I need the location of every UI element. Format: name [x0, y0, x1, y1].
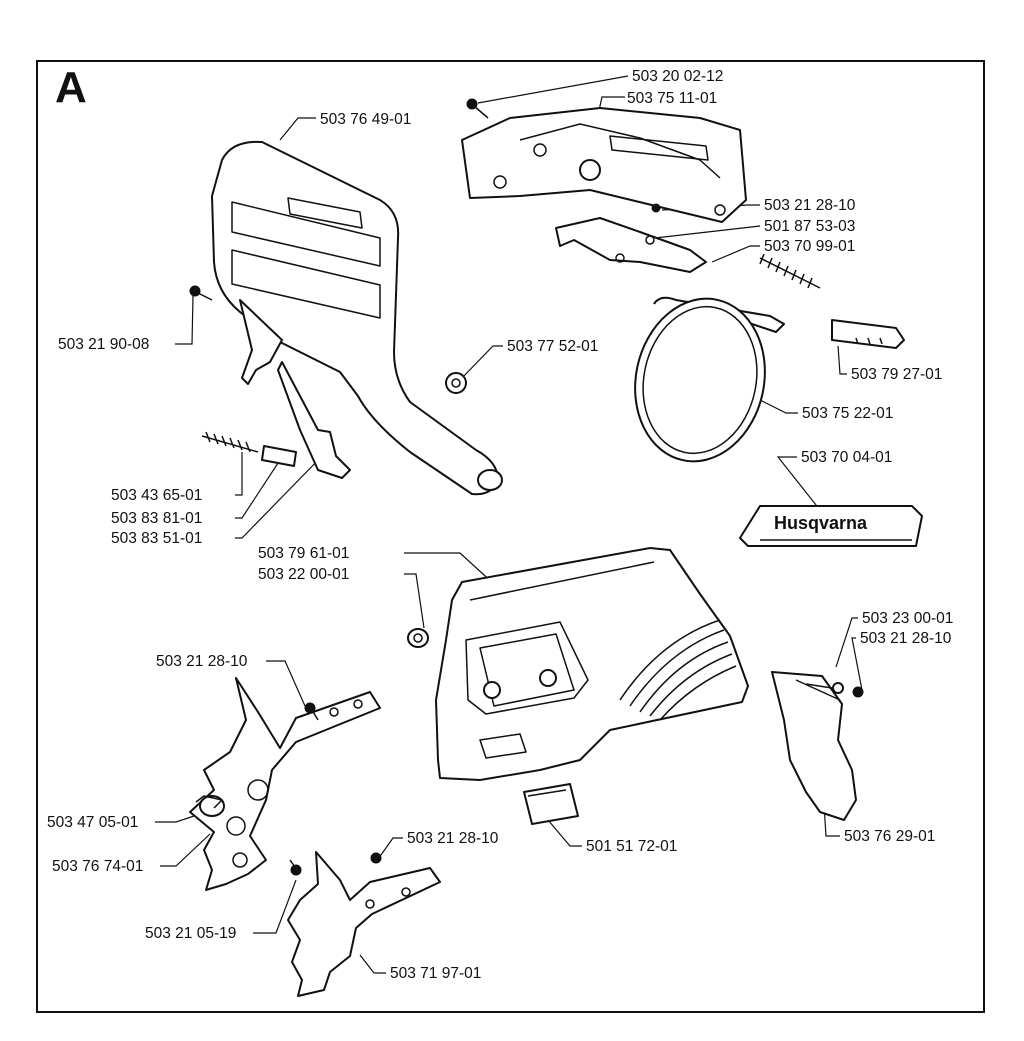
bolt-spike-upper: [304, 702, 319, 721]
diagram-frame: [36, 60, 985, 1013]
bolt-spike-screw: [289, 859, 302, 876]
part-label: 503 75 11-01: [627, 90, 718, 107]
leader-lines: [155, 75, 863, 974]
part-label: 503 77 52-01: [507, 338, 599, 355]
part-label: 503 21 28-10: [860, 630, 952, 647]
part-label: 503 21 28-10: [156, 653, 248, 670]
part-label: 501 87 53-03: [764, 218, 856, 235]
brake-lever: [555, 203, 707, 273]
part-label: 503 79 61-01: [258, 545, 350, 562]
part-label: 503 83 51-01: [111, 530, 203, 547]
part-label: 503 75 22-01: [802, 405, 894, 422]
section-letter: A: [55, 63, 87, 112]
bolt-front-handguard: [189, 285, 213, 301]
part-label: 503 43 65-01: [111, 487, 203, 504]
part-label: 503 76 74-01: [52, 858, 144, 875]
part-label: 503 79 27-01: [851, 366, 943, 383]
part-label: 503 47 05-01: [47, 814, 139, 831]
spacer-bushing: [195, 795, 225, 817]
part-label: 503 76 29-01: [844, 828, 936, 845]
chain-catcher-slide: [523, 783, 579, 825]
part-label: 503 83 81-01: [111, 510, 203, 527]
bolt-washer-guard: [805, 682, 864, 698]
clutch-cover: [435, 547, 749, 781]
spring-and-sleeve: [201, 431, 297, 467]
chain-guard-plate: [771, 671, 857, 821]
brand-decal-text: Husqvarna: [774, 513, 868, 533]
bolt-spike-lower: [370, 852, 382, 864]
part-label: 503 76 49-01: [320, 111, 412, 128]
part-label: 503 21 28-10: [407, 830, 499, 847]
part-label: 503 23 00-01: [862, 610, 954, 627]
part-label: 503 70 04-01: [801, 449, 893, 466]
part-label: 503 21 28-10: [764, 197, 856, 214]
part-label: 503 20 02-12: [632, 68, 724, 85]
brake-band: [634, 296, 785, 463]
part-label: 503 22 00-01: [258, 566, 350, 583]
bumper-spike-inner: [189, 677, 381, 891]
part-label: 503 71 97-01: [390, 965, 482, 982]
nut-clutch-cover: [407, 628, 429, 648]
bumper-spike-outer: [287, 851, 441, 997]
part-label: 503 21 05-19: [145, 925, 237, 942]
brake-spring: [759, 253, 821, 289]
nut-handguard: [445, 372, 467, 394]
husqvarna-decal: [739, 505, 923, 547]
front-handguard: [211, 140, 503, 496]
brake-pin-sleeve: [831, 319, 905, 349]
part-label: 503 70 99-01: [764, 238, 856, 255]
part-label: 501 51 72-01: [586, 838, 678, 855]
brake-cover-plate: [461, 107, 747, 223]
bolt-brake-cover: [466, 98, 489, 119]
part-label: 503 21 90-08: [58, 336, 150, 353]
